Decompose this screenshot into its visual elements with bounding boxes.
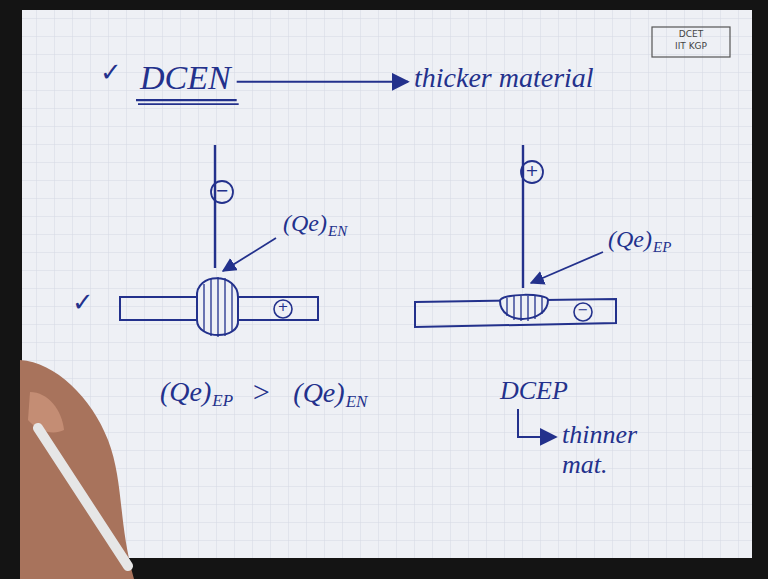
polarity-circle (521, 161, 543, 183)
arrow-connector (237, 81, 408, 83)
node-text: DCEN (140, 58, 231, 97)
comparison-sign: > (251, 375, 271, 410)
polarity-sign: + (274, 300, 292, 315)
polarity-sign: − (211, 182, 233, 200)
stamp-text: IIT KGP (652, 41, 730, 51)
polarity-sign: − (574, 303, 592, 318)
check-mark: ✓ (100, 58, 122, 88)
bead-hatch (204, 277, 232, 337)
leader-line (531, 252, 603, 283)
check-mark: ✓ (72, 288, 94, 318)
heat-symbol: (Qe) (283, 210, 327, 238)
subscript: EN (346, 392, 368, 412)
subscript: EP (212, 391, 233, 411)
polarity-sign: + (521, 162, 543, 180)
result-note: thinner mat. (562, 420, 662, 480)
leader-line (223, 238, 276, 271)
title-underline (136, 99, 237, 101)
presenter-hand (20, 360, 134, 579)
paper (22, 10, 752, 558)
electrode (214, 145, 216, 268)
heat-symbol: (Qe) (608, 226, 652, 254)
marker-pen (38, 428, 128, 566)
polarity-circle (211, 181, 233, 203)
title-underline (138, 103, 239, 105)
stamp-text: DCET (652, 29, 730, 39)
grid (22, 10, 752, 558)
stamp-box (652, 27, 730, 57)
title-term: DCEN (140, 58, 231, 97)
heat-symbol: (Qe) (293, 377, 344, 409)
polarity-circle (274, 300, 292, 318)
node-text: thicker material (414, 62, 594, 94)
subscript: EP (653, 239, 671, 256)
polarity-circle (574, 303, 592, 321)
term: DCEP (500, 376, 568, 406)
node-text: DCEP (500, 376, 568, 406)
subscript: EN (328, 223, 347, 240)
arrow-connector (518, 409, 556, 437)
bead-hatch (507, 296, 542, 321)
node-text: thinner mat. (562, 420, 662, 480)
result-note: thicker material (414, 62, 594, 94)
heat-symbol: (Qe) (160, 376, 211, 408)
